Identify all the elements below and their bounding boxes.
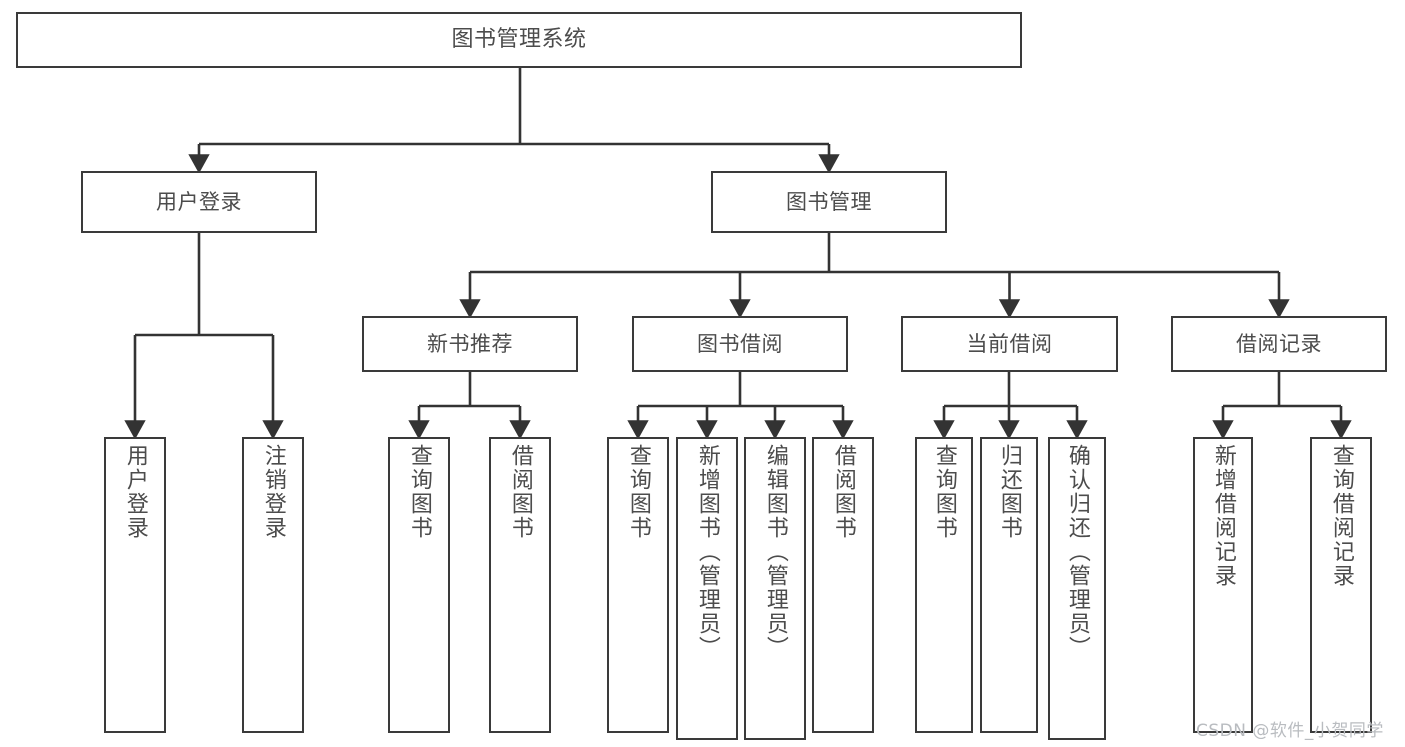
- node-root[interactable]: 图书管理系统: [16, 12, 1022, 68]
- node-borrow[interactable]: 图书借阅: [632, 316, 848, 372]
- node-leaf-bw-query[interactable]: 查询图书: [607, 437, 669, 733]
- node-leaf-nb-query[interactable]: 查询图书: [388, 437, 450, 733]
- node-leaf-bw-add[interactable]: 新增图书（管理员）: [676, 437, 738, 740]
- node-label: 查询图书: [406, 444, 432, 540]
- node-label: 借阅记录: [1236, 331, 1322, 356]
- node-label: 当前借阅: [966, 331, 1053, 356]
- node-label: 查询借阅记录: [1328, 444, 1354, 588]
- node-bookmgmt[interactable]: 图书管理: [711, 171, 947, 233]
- node-label: 查询图书: [625, 444, 651, 540]
- node-label: 借阅图书: [507, 444, 533, 540]
- node-label: 图书借阅: [697, 331, 783, 356]
- node-label: 新书推荐: [427, 331, 513, 356]
- node-leaf-bw-borrow[interactable]: 借阅图书: [812, 437, 874, 733]
- node-label: 新增图书（管理员）: [694, 444, 720, 660]
- node-label: 新增借阅记录: [1210, 444, 1236, 588]
- node-leaf-bw-edit[interactable]: 编辑图书（管理员）: [744, 437, 806, 740]
- edge-paths: [124, 68, 1352, 440]
- node-label: 查询图书: [931, 444, 957, 540]
- node-label: 图书管理: [786, 189, 872, 214]
- node-label: 编辑图书（管理员）: [762, 444, 788, 660]
- node-label: 用户登录: [156, 189, 242, 214]
- node-label: 注销登录: [260, 444, 286, 540]
- node-records[interactable]: 借阅记录: [1171, 316, 1387, 372]
- node-leaf-nb-borrow[interactable]: 借阅图书: [489, 437, 551, 733]
- node-label: 图书管理系统: [451, 27, 587, 53]
- node-current[interactable]: 当前借阅: [901, 316, 1118, 372]
- node-leaf-cb-confirm[interactable]: 确认归还（管理员）: [1048, 437, 1106, 740]
- node-label: 确认归还（管理员）: [1064, 444, 1090, 660]
- node-leaf-cb-query[interactable]: 查询图书: [915, 437, 973, 733]
- node-label: 用户登录: [122, 444, 148, 540]
- node-leaf-rc-add[interactable]: 新增借阅记录: [1193, 437, 1253, 733]
- node-leaf-rc-query[interactable]: 查询借阅记录: [1310, 437, 1372, 733]
- node-leaf-user-logout[interactable]: 注销登录: [242, 437, 304, 733]
- node-leaf-cb-return[interactable]: 归还图书: [980, 437, 1038, 733]
- node-label: 归还图书: [996, 444, 1022, 540]
- node-newbook[interactable]: 新书推荐: [362, 316, 578, 372]
- node-label: 借阅图书: [830, 444, 856, 540]
- node-leaf-user-login[interactable]: 用户登录: [104, 437, 166, 733]
- node-login[interactable]: 用户登录: [81, 171, 317, 233]
